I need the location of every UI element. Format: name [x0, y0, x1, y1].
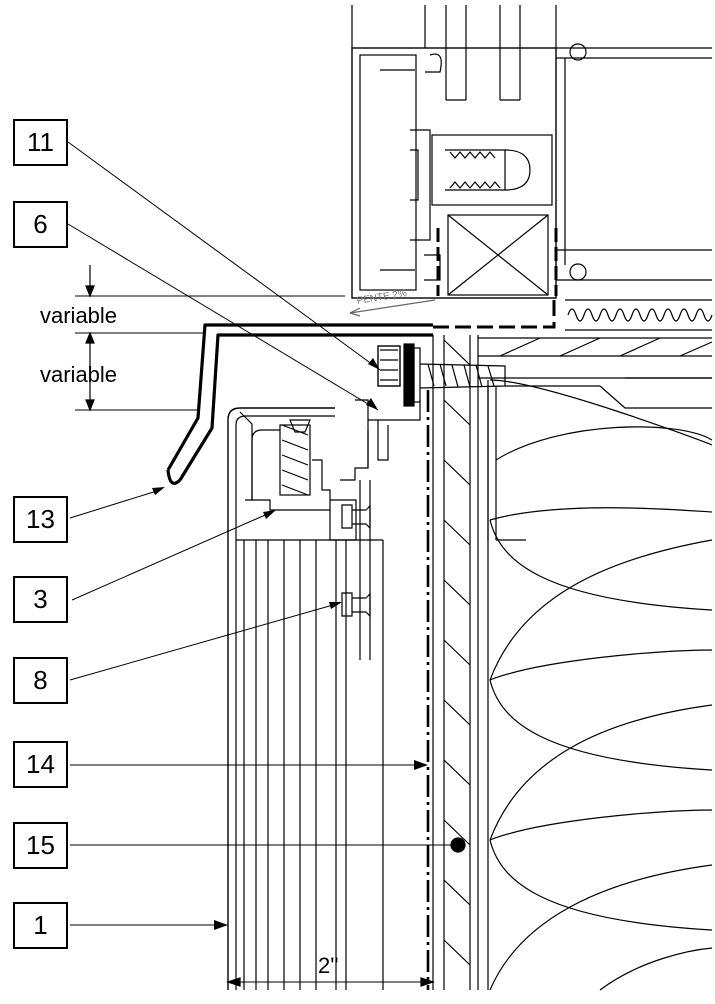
callout-13: 13	[13, 496, 68, 543]
dimension-label-lower: variable	[40, 362, 118, 387]
rivets	[341, 480, 371, 660]
callout-1: 1	[13, 902, 68, 949]
sealant-beads	[436, 228, 558, 296]
dimension-variable	[75, 265, 345, 412]
leader-lines	[67, 141, 452, 926]
callout-11: 11	[13, 119, 68, 166]
insulation-strip	[565, 299, 713, 331]
window-frame	[351, 5, 712, 299]
leader-arrowheads	[152, 358, 428, 930]
sill-flashing	[166, 323, 433, 485]
wall-assembly	[432, 335, 713, 991]
air-barrier-top	[433, 296, 556, 329]
panel-clip	[251, 399, 421, 541]
callout-6: 6	[13, 201, 68, 248]
dimension-label-width: 2''	[318, 953, 339, 978]
dimension-label-upper: variable	[40, 303, 118, 328]
callout-8: 8	[13, 657, 68, 704]
dimension-2in	[226, 977, 435, 987]
slope-arrow	[349, 299, 436, 317]
screw-assembly	[377, 343, 506, 407]
callout-15: 15	[13, 822, 68, 869]
fastener-dot	[450, 837, 466, 853]
callout-14: 14	[13, 741, 68, 788]
callout-3: 3	[13, 576, 68, 623]
